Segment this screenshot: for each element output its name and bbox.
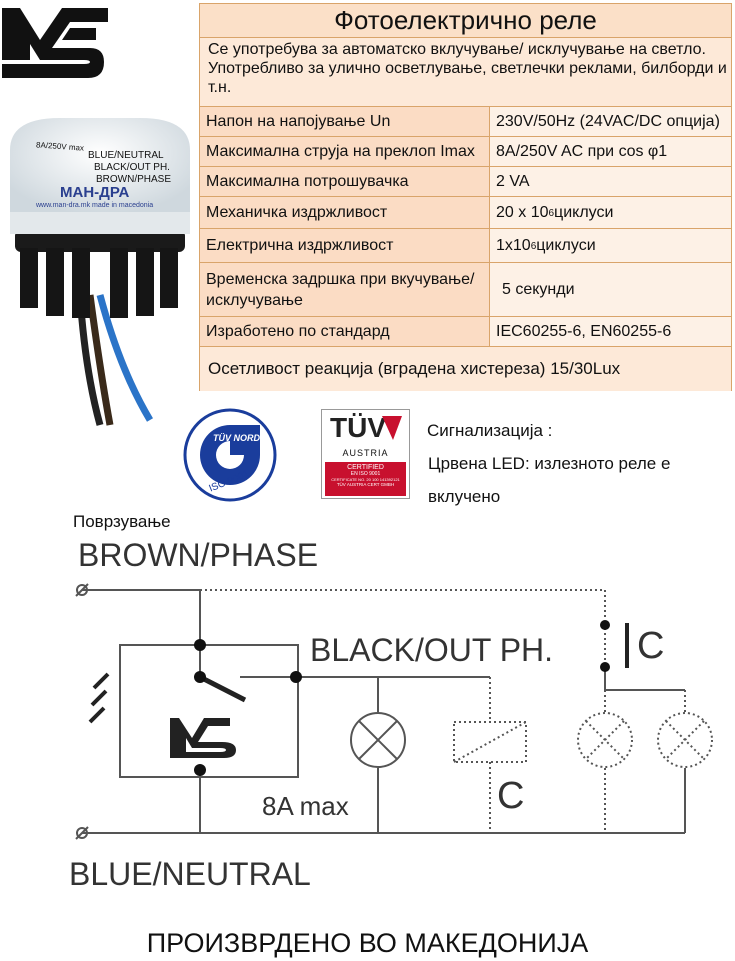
- wiring-diagram: [75, 583, 713, 840]
- sensor-label-line3: BROWN/PHASE: [96, 174, 172, 185]
- tuv-cert-line3: TÜV AUSTRIA CERT GMBH: [336, 482, 395, 487]
- spec-value: IEC60255-6, EN60255-6: [490, 317, 731, 347]
- tuv-austria-logo: TÜV: [330, 412, 386, 443]
- signals-text-2: вклучено: [428, 487, 501, 506]
- sensitivity-text: Осетливост реакција (вградена хистереза)…: [200, 347, 731, 391]
- spec-value: 2 VA: [490, 167, 731, 197]
- signals-heading: Сигнализација :: [427, 421, 553, 440]
- neutral-label: BLUE/NEUTRAL: [69, 856, 311, 892]
- photocell-sensor-image: [10, 118, 190, 426]
- company-logo: [0, 2, 110, 80]
- coil-label: C: [497, 775, 525, 817]
- tuv-certified: CERTIFIED: [347, 464, 384, 471]
- spec-row: Изработено по стандард IEC60255-6, EN602…: [200, 316, 731, 347]
- contactor-label: C: [637, 625, 665, 667]
- sensor-label-site: www.man-dra.mk made in macedonia: [36, 202, 154, 209]
- tuv-nord-label: TÜV NORD: [213, 433, 260, 443]
- signals-block: Сигнализација : Црвена LED: излезното ре…: [425, 414, 735, 513]
- max-current-label: 8A max: [262, 791, 349, 821]
- spec-row: Временска задршка при вкучување/исклучув…: [200, 262, 731, 317]
- spec-value: 5 секунди: [490, 263, 731, 317]
- tuv-cert-line2: CERTIFICATE NO. 20 100 141392121: [331, 477, 400, 482]
- spec-value: 8A/250V AC при cos φ1: [490, 137, 731, 167]
- spec-label: Временска задршка при вкучување/исклучув…: [200, 263, 490, 317]
- spec-row: Осетливост реакција (вградена хистереза)…: [200, 346, 731, 391]
- spec-row: Максимална струја на преклоп Imax 8A/250…: [200, 136, 731, 167]
- spec-label: Механичка издржливост: [200, 197, 490, 229]
- phase-label: BROWN/PHASE: [78, 537, 319, 573]
- out-label: BLACK/OUT PH.: [310, 632, 554, 668]
- spec-label: Максимална потрошувачка: [200, 167, 490, 197]
- spec-row: Напон на напојување Un 230V/50Hz (24VAC/…: [200, 106, 731, 137]
- spec-value: 230V/50Hz (24VAC/DC опција): [490, 107, 731, 137]
- sensor-label-line2: BLACK/OUT PH.: [94, 162, 170, 173]
- spec-table: Фотоелектрично реле Се употребува за авт…: [199, 3, 732, 391]
- spec-label: Електрична издржливост: [200, 229, 490, 263]
- spec-label: Изработено по стандард: [200, 317, 490, 347]
- product-description: Се употребува за автоматско вклучување/ …: [208, 41, 727, 96]
- tuv-cert-block: CERTIFIED EN ISO 9001 CERTIFICATE NO. 20…: [325, 462, 406, 496]
- spec-label: Напон на напојување Un: [200, 107, 490, 137]
- tuv-austria-country: AUSTRIA: [342, 448, 389, 458]
- connection-heading: Поврзување: [73, 512, 171, 531]
- signals-text-1: Црвена LED: излезното реле е: [428, 454, 671, 473]
- sensor-label-line1: BLUE/NEUTRAL: [88, 150, 164, 161]
- spec-row: Максимална потрошувачка 2 VA: [200, 166, 731, 197]
- footer-made-in: ПРОИЗВРДЕНО ВО МАКЕДОНИЈА: [146, 928, 589, 958]
- tuv-nord-iso-badge: [183, 408, 277, 502]
- sensor-label-brand: МАН-ДРА: [60, 184, 130, 201]
- tuv-cert-line1: EN ISO 9001: [350, 471, 381, 477]
- page-title: Фотоелектрично реле: [200, 4, 731, 38]
- tuv-austria-badge: TÜV AUSTRIA CERTIFIED EN ISO 9001 CERTIF…: [321, 409, 410, 499]
- spec-label: Максимална струја на преклоп Imax: [200, 137, 490, 167]
